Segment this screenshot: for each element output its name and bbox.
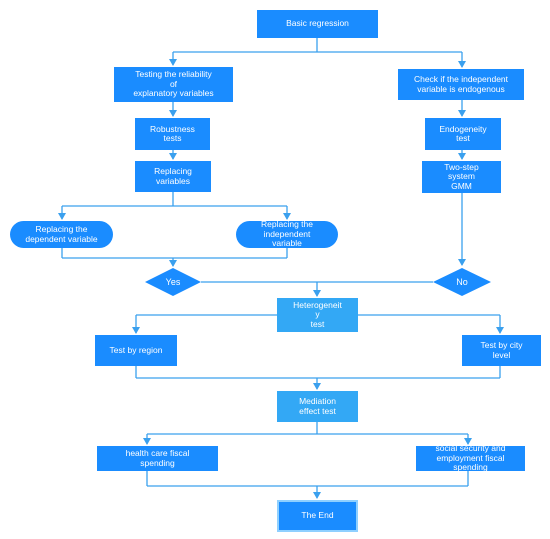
- no-label: No: [456, 277, 468, 287]
- mediation-effect-test-box: Mediation effect test: [277, 391, 358, 422]
- heterogeneity-test-box: Heterogeneit y test: [277, 298, 358, 332]
- testing-reliability-box: Testing the reliability of explanatory v…: [114, 67, 233, 102]
- test-by-region-box: Test by region: [95, 335, 177, 366]
- robustness-tests-box: Robustness tests: [135, 118, 210, 150]
- two-step-gmm-box: Two-step system GMM: [422, 161, 501, 193]
- replacing-variables-box: Replacing variables: [135, 161, 211, 192]
- replacing-dependent-pill: Replacing the dependent variable: [10, 221, 113, 248]
- yes-label: Yes: [165, 277, 181, 287]
- no-diamond: [433, 268, 491, 296]
- basic-regression-box: Basic regression: [257, 10, 378, 38]
- replacing-independent-pill: Replacing the independent variable: [236, 220, 338, 248]
- yes-diamond: [145, 268, 201, 296]
- the-end-box: The End: [277, 500, 358, 532]
- check-endogenous-box: Check if the independent variable is end…: [398, 69, 524, 100]
- endogeneity-test-box: Endogeneity test: [425, 118, 501, 150]
- social-security-box: social security and employment fiscal sp…: [416, 444, 525, 472]
- test-by-city-level-box: Test by city level: [462, 335, 541, 366]
- health-care-box: health care fiscal spending: [97, 446, 218, 471]
